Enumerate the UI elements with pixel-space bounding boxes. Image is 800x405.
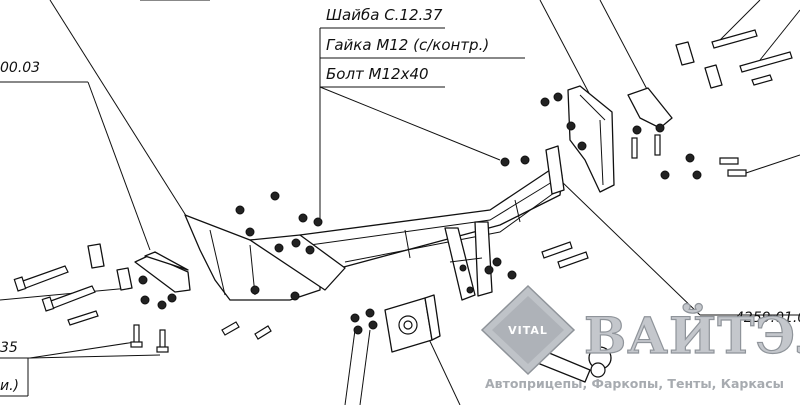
- label-num-bottom-left: 35: [0, 340, 18, 356]
- left-bracket: [184, 214, 346, 301]
- right-bracket: [567, 85, 615, 193]
- watermark-tagline: Автоприцепы, Фаркопы, Тенты, Каркасы: [485, 376, 784, 391]
- leader-code-left: [87, 81, 151, 251]
- label-nut: Гайка М12 (с/контр.): [326, 36, 489, 54]
- left-plates: [87, 243, 191, 293]
- socket-plate: [384, 294, 441, 353]
- leader-top-left: [49, 0, 196, 231]
- nuts-washers: [138, 92, 702, 335]
- bolts: [13, 29, 793, 353]
- vital-badge: VITAL: [480, 284, 576, 376]
- leader-code-right: [559, 179, 701, 316]
- watermark-badge: VITAL: [508, 324, 548, 337]
- right-plates: [627, 41, 723, 129]
- label-code-right: 4259.01.0: [735, 310, 800, 326]
- crossbar-beam: [299, 145, 565, 269]
- callout-nut: Гайка М12 (с/контр.): [320, 36, 525, 59]
- label-bolt: Болт М12х40: [326, 65, 429, 83]
- watermark: VITAL ВАЙТЭЛ Автоприцепы, Фаркопы, Тенты…: [480, 284, 800, 391]
- label-code-left: 00.03: [0, 60, 40, 76]
- label-washer: Шайба С.12.37: [326, 6, 443, 24]
- watermark-brand: ВАЙТЭЛ: [584, 302, 800, 365]
- label-paren-bottom-left: и.): [0, 378, 19, 394]
- callout-bolt: Болт М12х40: [320, 65, 445, 88]
- leader-bolt-right: [319, 86, 501, 161]
- callout-washer: Шайба С.12.37: [320, 6, 445, 29]
- hook-mount-plates: [444, 221, 493, 301]
